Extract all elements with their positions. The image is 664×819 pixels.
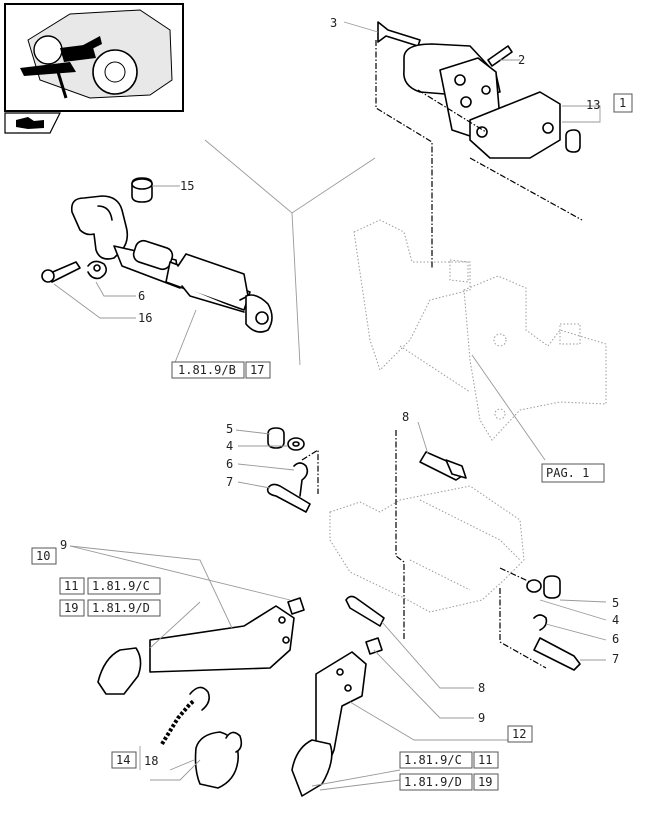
spacer-13 [565,129,581,153]
callout-2: 2 [518,53,525,67]
callout-8-bottom: 8 [478,681,485,695]
tractor-thumbnail-icon[interactable] [4,3,184,112]
callout-9-left: 9 [60,538,67,552]
callout-19-right: 19 [478,775,492,789]
ref-1-81-9-c-right[interactable]: 1.81.9/C [404,753,462,767]
lynch-pin-6 [87,260,108,280]
hook-left [97,647,142,695]
box-11-left [59,577,85,595]
assembly-line-1 [375,40,433,268]
pin-6-left [293,462,309,497]
callout-7-left: 7 [226,475,233,489]
leader-lines [53,21,607,791]
assembly-line-5 [395,430,405,640]
hook-right [291,739,333,797]
hand-pointer-icon[interactable] [4,112,61,134]
pin-8-top [419,451,467,481]
assembly-line-3 [469,157,583,221]
r-clip-2 [487,45,513,67]
box-10 [31,547,57,565]
box-ref-d-right[interactable] [399,773,473,791]
hook-arm-left [149,605,295,673]
ref-1-81-9-d-right[interactable]: 1.81.9/D [404,775,462,789]
assembly-line-6 [499,567,531,583]
callout-14: 14 [116,753,130,767]
box-pag[interactable] [541,463,605,483]
bushing-15 [131,177,153,203]
box-1 [613,93,633,113]
box-ref-c-right[interactable] [399,751,473,769]
callout-5-right: 5 [612,596,619,610]
callout-8-top: 8 [402,410,409,424]
callout-11-right: 11 [478,753,492,767]
assembly-line-2 [417,89,487,133]
callout-3: 3 [330,16,337,30]
ref-1-81-9-d-left[interactable]: 1.81.9/D [92,601,150,615]
latch-18 [194,731,243,789]
callout-5-left: 5 [226,422,233,436]
callout-15: 15 [180,179,194,193]
ref-1-81-9-b[interactable]: 1.81.9/B [178,363,236,377]
callout-11-left: 11 [64,579,78,593]
callout-7-right: 7 [612,652,619,666]
grease-fitting-9-left [287,597,305,615]
callout-4-right: 4 [612,613,619,627]
box-17 [245,361,271,379]
washer-4-left [287,437,305,451]
pin-6-right [533,614,548,631]
box-12 [507,725,533,743]
ref-pag-1[interactable]: PAG. 1 [546,466,589,480]
assembly-line-7 [499,588,547,669]
callout-numbers: 3 2 13 15 6 16 5 4 6 7 8 9 5 4 6 7 8 9 1… [60,16,619,768]
support-frame-ghost [353,219,607,441]
boxed-labels: 1 1.81.9/B 17 PAG. 1 10 11 1.81.9/C 19 1… [31,93,633,791]
box-ref-b[interactable] [171,361,245,379]
outline-line-right [471,354,546,461]
outline-line-upper [204,139,376,214]
top-link-assembly [70,195,273,333]
washer-4-right [526,579,542,593]
bolt-7-right [533,637,581,671]
callout-13: 13 [586,98,600,112]
box-19-right [473,773,499,791]
pin-16 [41,261,81,283]
callout-10: 10 [36,549,50,563]
ref-1-81-9-c-left[interactable]: 1.81.9/C [92,579,150,593]
bolt-7-left [266,483,311,513]
assembly-line-4 [301,448,319,494]
outline-line-mid [291,212,301,366]
box-14 [111,751,137,769]
nut-5-right [543,575,561,599]
box-19-left [59,599,85,617]
callout-12: 12 [512,727,526,741]
callout-19-left: 19 [64,601,78,615]
callout-17: 17 [250,363,264,377]
callout-6-top: 6 [138,289,145,303]
box-ref-d-left[interactable] [87,599,161,617]
nut-5-left [267,427,285,449]
callout-18: 18 [144,754,158,768]
callout-16: 16 [138,311,152,325]
grease-fitting-9-right [365,637,383,655]
pin-8-lower [345,595,385,627]
callout-6-right: 6 [612,632,619,646]
callout-4-left: 4 [226,439,233,453]
lower-hitch-ghost [329,485,525,613]
chain-14 [160,686,210,746]
box-ref-c-left[interactable] [87,577,161,595]
callout-9-right: 9 [478,711,485,725]
box-11-right [473,751,499,769]
callout-1: 1 [619,96,626,110]
upper-bracket-assembly [377,21,561,159]
callout-6-left: 6 [226,457,233,471]
